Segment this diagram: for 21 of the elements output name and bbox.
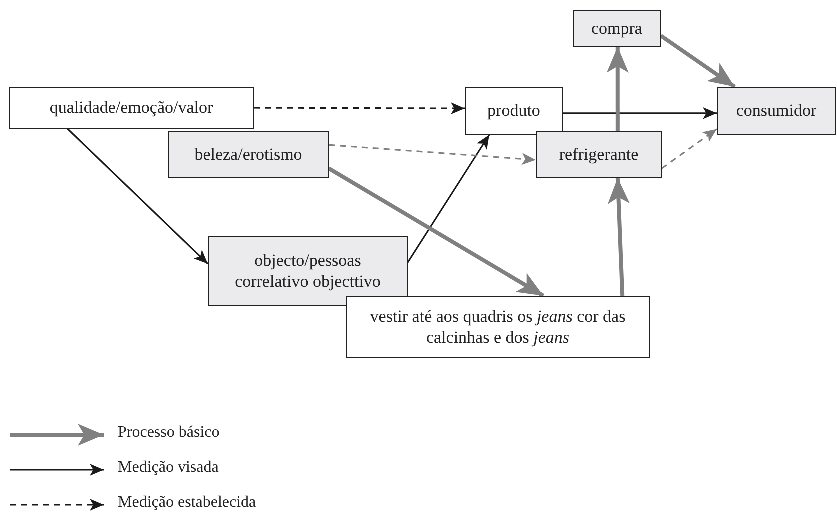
arrow [660, 34, 736, 89]
legend-label: Processo básico [118, 424, 220, 442]
process-box: objecto/pessoas correlativo objecttivo [208, 236, 408, 306]
arrow [662, 128, 718, 170]
legend-label: Medição visada [118, 459, 219, 477]
process-box: qualidade/emoção/valor [9, 87, 254, 129]
arrow [407, 134, 490, 264]
arrow [606, 47, 629, 131]
process-box: produto [465, 87, 563, 135]
arrow [563, 107, 717, 120]
arrow [608, 178, 630, 296]
process-box: refrigerante [536, 131, 662, 178]
process-box: vestir até aos quadris os jeans cor das calcinhas e dos jeans [346, 296, 650, 358]
arrow [328, 144, 536, 166]
arrow [254, 102, 465, 115]
arrow [328, 166, 545, 298]
legend-label: Medição estabelecida [118, 494, 256, 512]
process-box: compra [573, 10, 661, 47]
process-box: beleza/erotismo [168, 131, 329, 178]
arrow [67, 128, 209, 265]
process-box: consumidor [717, 87, 836, 135]
